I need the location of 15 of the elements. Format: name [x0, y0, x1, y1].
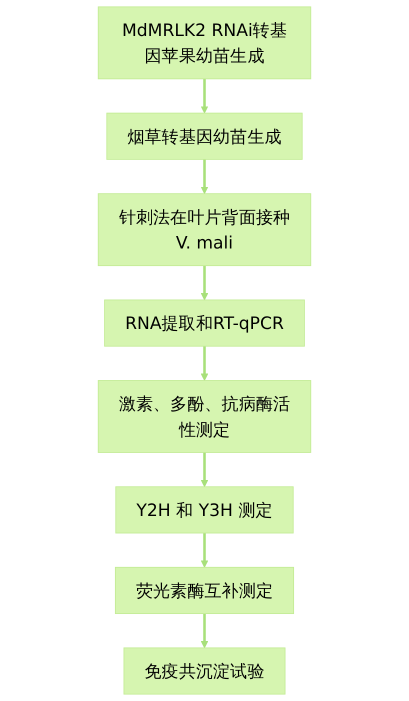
arrow [200, 159, 208, 194]
node-box: 针刺法在叶片背面接种V. mali [98, 193, 312, 266]
arrow [200, 266, 208, 300]
node-box: Y2H 和 Y3H 测定 [115, 486, 294, 534]
node-box: 荧光素酶互补测定 [114, 566, 294, 614]
node-box: RNA提取和RT-qPCR [104, 300, 305, 347]
arrow [200, 78, 208, 114]
arrow [200, 533, 208, 568]
arrow [200, 346, 208, 381]
node-box: MdMRLK2 RNAi转基因苹果幼苗生成 [98, 6, 312, 80]
node-box: 激素、多酚、抗病酶活性测定 [98, 380, 312, 453]
arrow [200, 452, 208, 488]
node-box: 烟草转基因幼苗生成 [106, 112, 303, 160]
node-box: 免疫共沉淀试验 [124, 647, 286, 695]
arrow [200, 614, 208, 648]
